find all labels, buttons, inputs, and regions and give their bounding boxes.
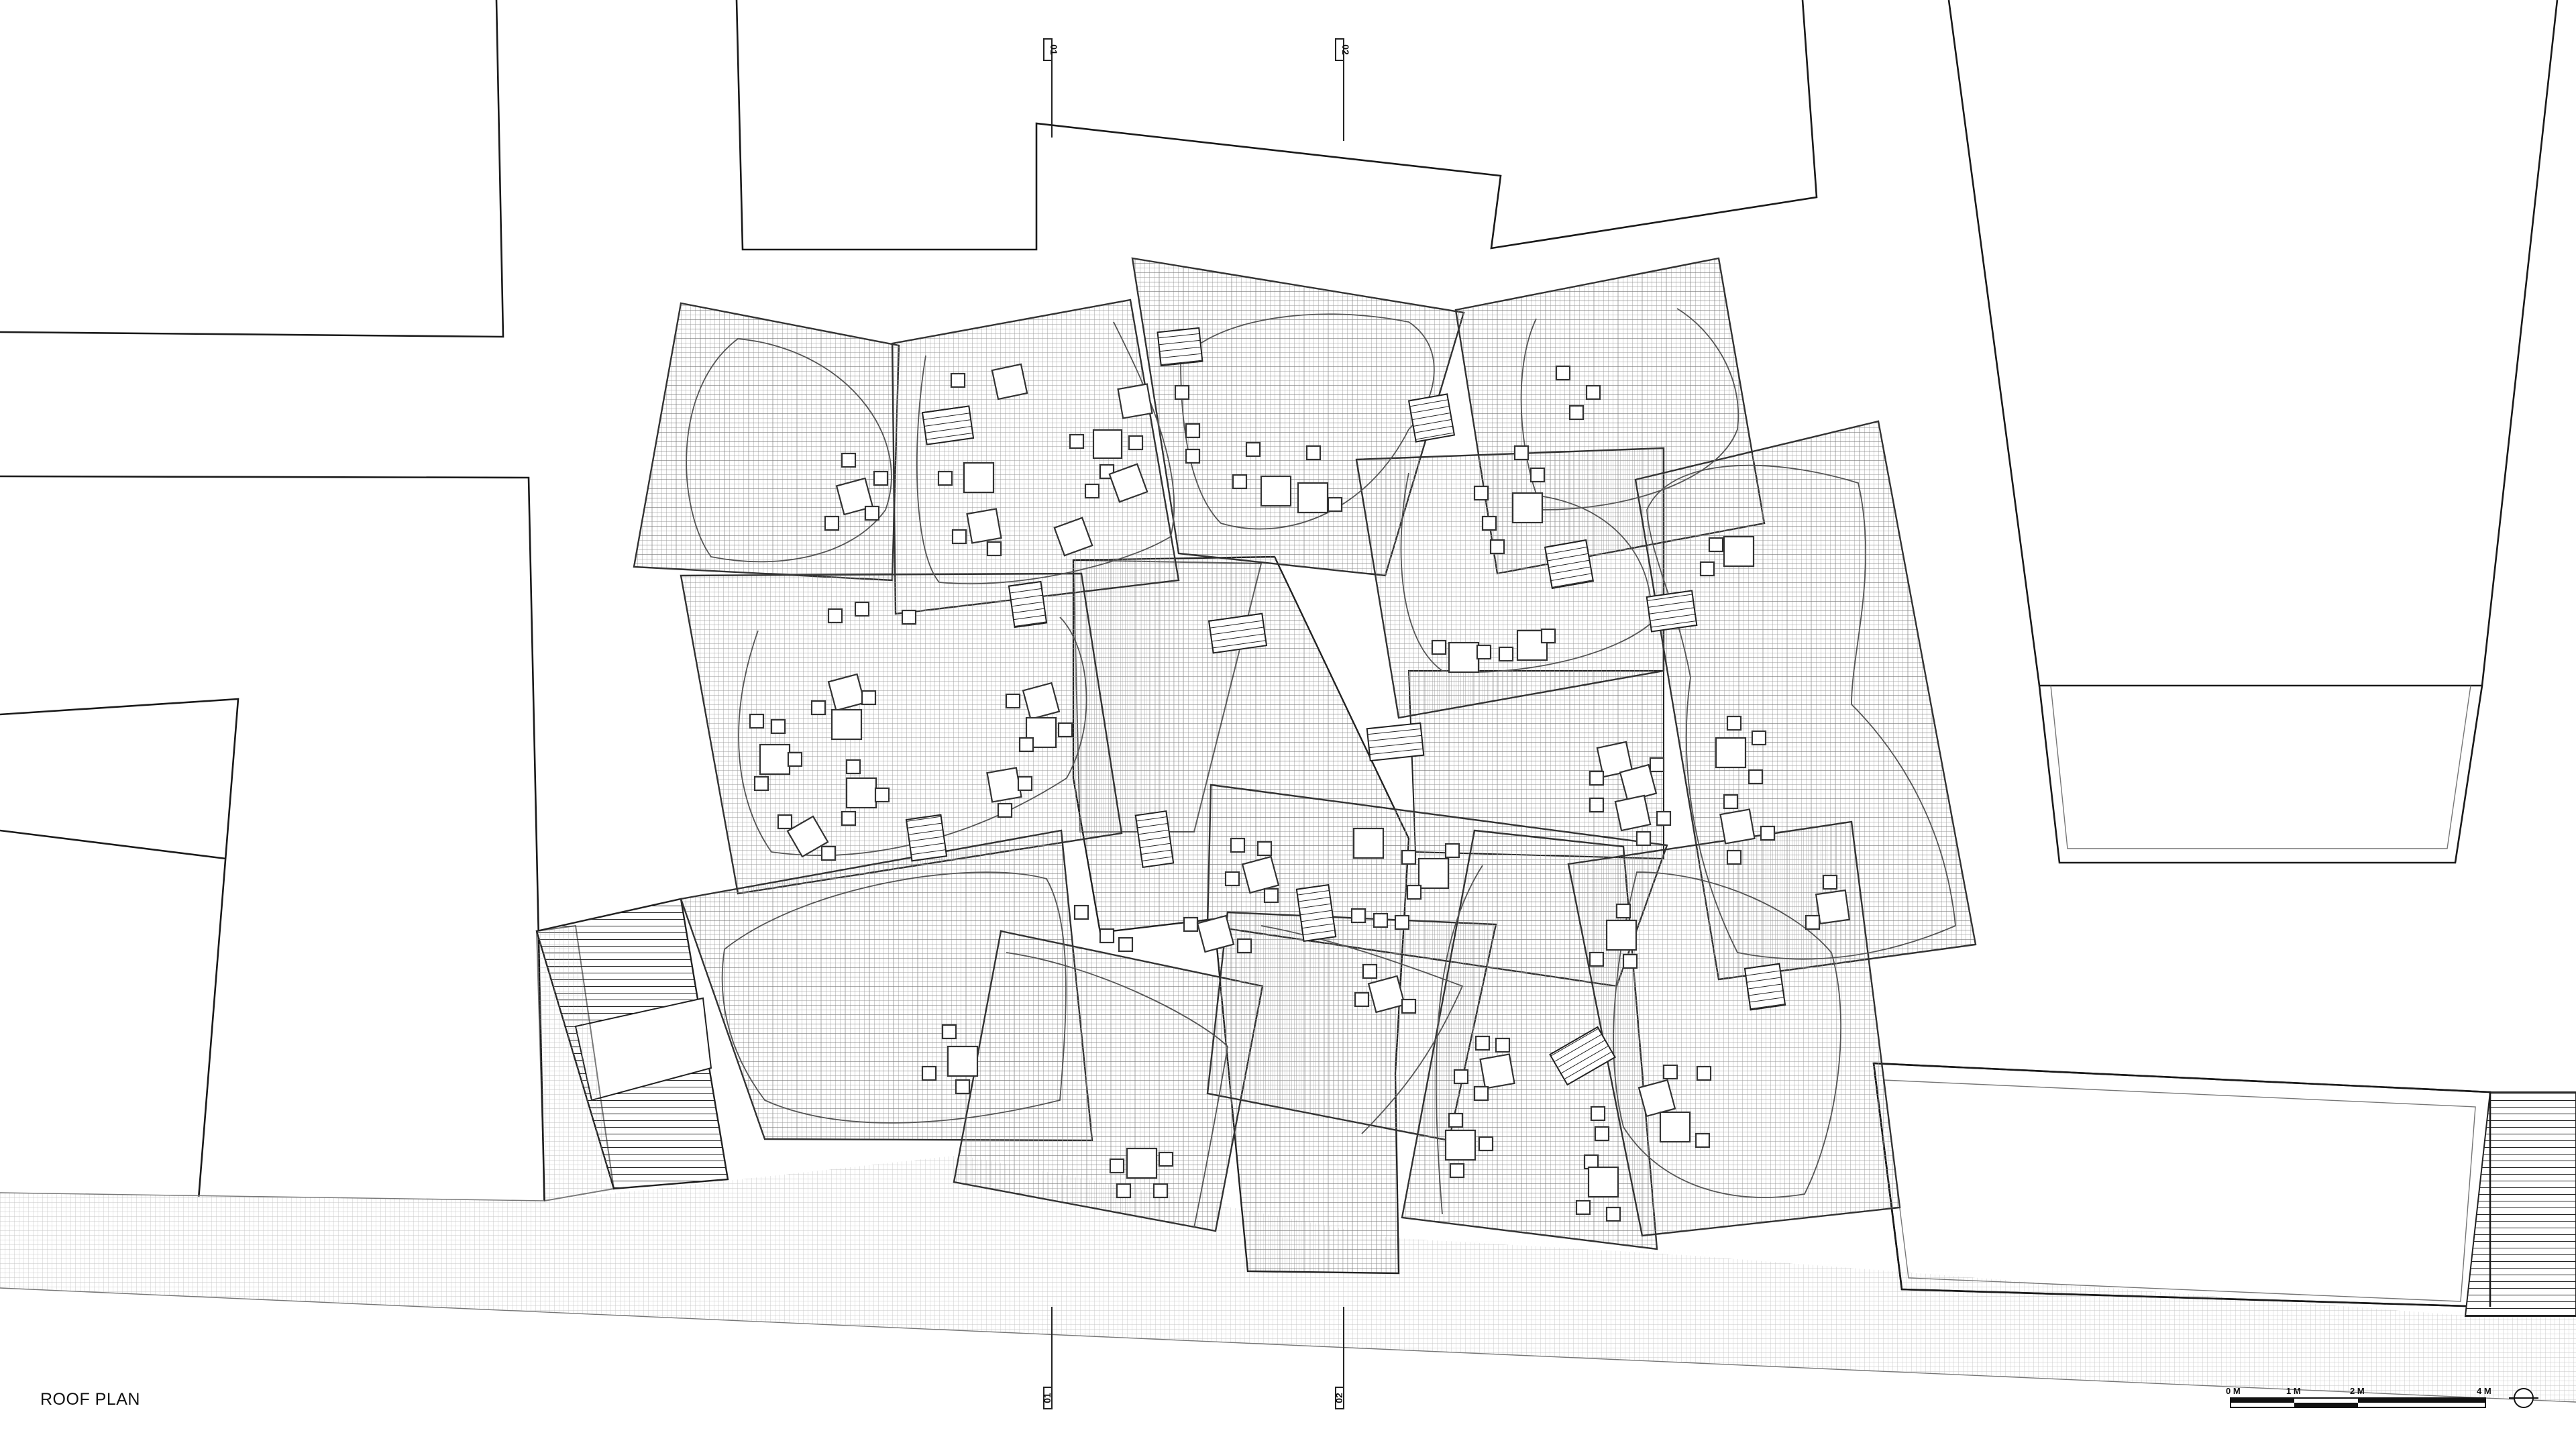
section-marker-01-top: 01	[1043, 38, 1059, 138]
furniture	[749, 363, 1851, 1222]
section-marker-02-top: 02	[1335, 38, 1351, 141]
section-label-01-top: 01	[1049, 44, 1059, 55]
neighbouring-buildings	[0, 0, 2559, 1219]
right-terrace	[1872, 1062, 2576, 1317]
left-stairs	[535, 898, 729, 1202]
scale-label-0: 0 M	[2226, 1386, 2241, 1396]
deck-stairs	[905, 327, 1786, 1086]
street-paving	[0, 1140, 2576, 1449]
north-arrow-icon	[2509, 1388, 2538, 1408]
drawing-title: ROOF PLAN	[40, 1390, 140, 1409]
scale-bar: 0 M 1 M 2 M 4 M	[2226, 1386, 2491, 1408]
section-label-01-bottom: 01	[1042, 1393, 1053, 1403]
scale-label-1: 1 M	[2286, 1386, 2301, 1396]
section-label-02-top: 02	[1340, 44, 1351, 55]
scale-label-2: 2 M	[2350, 1386, 2365, 1396]
roof-decks	[633, 257, 1977, 1250]
section-label-02-bottom: 02	[1334, 1393, 1344, 1403]
planter-curves	[686, 308, 1956, 1228]
scale-label-4: 4 M	[2477, 1386, 2491, 1396]
section-marker-01-bottom: 01	[1042, 1307, 1053, 1409]
section-marker-02-bottom: 02	[1334, 1307, 1344, 1409]
